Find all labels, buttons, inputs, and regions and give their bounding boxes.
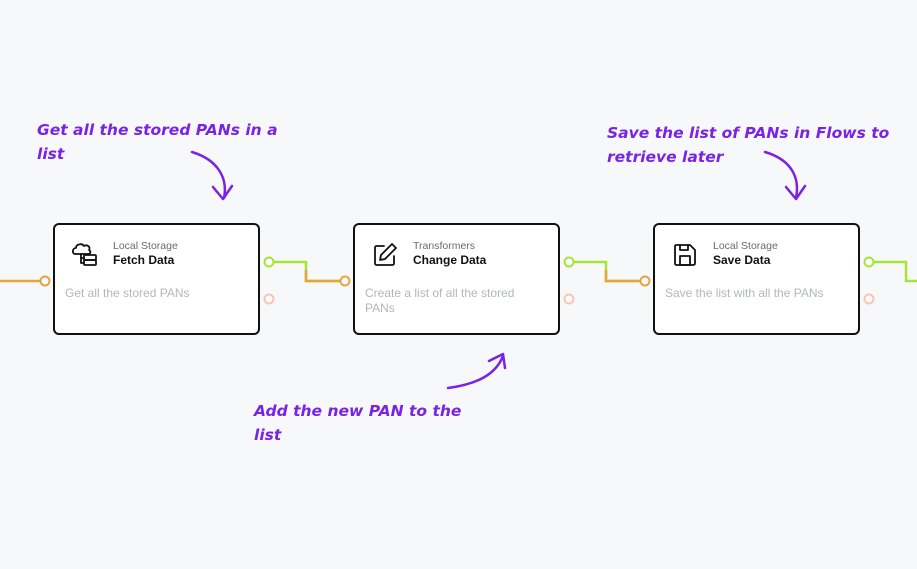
input-port[interactable] (639, 275, 651, 287)
input-port[interactable] (39, 275, 51, 287)
node-change-data[interactable]: Transformers Change Data Create a list o… (353, 223, 560, 335)
input-port[interactable] (339, 275, 351, 287)
error-output-port[interactable] (863, 293, 875, 305)
node-description: Create a list of all the stored PANs (365, 286, 515, 315)
success-output-port[interactable] (863, 256, 875, 268)
annotation-arrow (190, 150, 234, 201)
success-output-port[interactable] (263, 256, 275, 268)
node-fetch-data[interactable]: Local Storage Fetch Data Get all the sto… (53, 223, 260, 335)
annotation-fetch: Get all the stored PANs in a list (37, 121, 278, 163)
node-description: Get all the stored PANs (65, 286, 190, 300)
node-title: Fetch Data (113, 253, 175, 267)
annotation-change: Add the new PAN to the list (254, 402, 462, 444)
node-title: Save Data (713, 253, 771, 267)
success-output-port[interactable] (563, 256, 575, 268)
annotation-arrow (763, 150, 807, 201)
annotation-arrow (446, 352, 507, 390)
floppy-disk-icon (671, 241, 699, 269)
edit-square-icon (371, 241, 399, 269)
annotation-save: Save the list of PANs in Flows to retrie… (607, 124, 890, 166)
wire-fetch-to-change (274, 260, 341, 283)
node-category: Local Storage (113, 240, 178, 252)
outgoing-wire (874, 260, 917, 283)
error-output-port[interactable] (263, 293, 275, 305)
wire-change-to-save (574, 260, 641, 283)
node-save-data[interactable]: Local Storage Save Data Save the list wi… (653, 223, 860, 335)
cloud-database-icon (71, 241, 99, 269)
node-category: Transformers (413, 240, 476, 252)
node-title: Change Data (413, 253, 487, 267)
node-description: Save the list with all the PANs (665, 286, 824, 300)
node-category: Local Storage (713, 240, 778, 252)
error-output-port[interactable] (563, 293, 575, 305)
